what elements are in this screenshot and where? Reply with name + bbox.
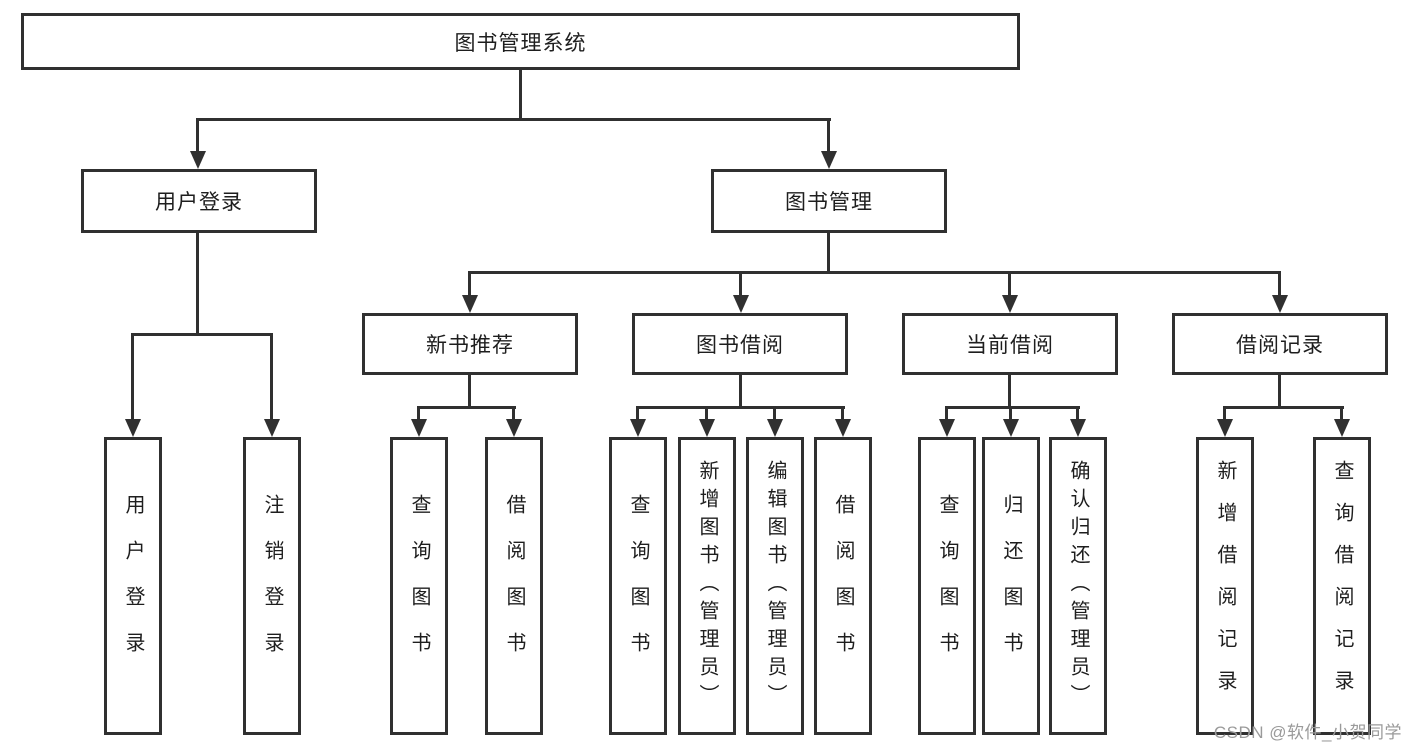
leaf-br-query-record: 查询借阅记录: [1313, 437, 1371, 735]
leaf-bb-query-book-label: 查询图书: [627, 494, 649, 678]
connector-line: [841, 406, 844, 420]
leaf-nb-borrow-book: 借阅图书: [485, 437, 543, 735]
connector-line: [512, 406, 515, 420]
arrowhead-icon: [630, 419, 646, 437]
node-book-borrow-label: 图书借阅: [696, 334, 784, 357]
connector-line: [1076, 406, 1079, 420]
connector-line: [1340, 406, 1343, 420]
leaf-user-login: 用户登录: [104, 437, 162, 735]
leaf-nb-query-book-label: 查询图书: [408, 494, 430, 678]
leaf-br-add-record: 新增借阅记录: [1196, 437, 1254, 735]
connector-line: [636, 406, 845, 409]
leaf-bb-query-book: 查询图书: [609, 437, 667, 735]
connector-line: [1008, 271, 1011, 297]
node-root: 图书管理系统: [21, 13, 1020, 70]
connector-line: [739, 271, 742, 297]
leaf-br-add-record-label: 新增借阅记录: [1214, 460, 1236, 712]
node-book-management-label: 图书管理: [785, 191, 873, 214]
arrowhead-icon: [1334, 419, 1350, 437]
connector-line: [1223, 406, 1226, 420]
leaf-logout: 注销登录: [243, 437, 301, 735]
arrowhead-icon: [462, 295, 478, 313]
arrowhead-icon: [506, 419, 522, 437]
leaf-bb-add-book-admin-label: 新增图书（管理员）: [696, 460, 718, 712]
leaf-cb-confirm-return-admin-label: 确认归还（管理员）: [1067, 460, 1089, 712]
leaf-bb-borrow-book-label: 借阅图书: [832, 494, 854, 678]
connector-line: [468, 375, 471, 408]
connector-line: [739, 375, 742, 408]
connector-line: [196, 118, 199, 153]
leaf-cb-return-book-label: 归还图书: [1000, 494, 1022, 678]
leaf-cb-query-book: 查询图书: [918, 437, 976, 735]
leaf-user-login-label: 用户登录: [122, 494, 144, 678]
arrowhead-icon: [699, 419, 715, 437]
leaf-cb-confirm-return-admin: 确认归还（管理员）: [1049, 437, 1107, 735]
node-borrow-record: 借阅记录: [1172, 313, 1388, 375]
connector-line: [270, 333, 273, 419]
connector-line: [417, 406, 420, 420]
connector-line: [945, 406, 948, 420]
connector-line: [131, 333, 273, 336]
connector-line: [1008, 375, 1011, 408]
leaf-br-query-record-label: 查询借阅记录: [1331, 460, 1353, 712]
arrowhead-icon: [190, 151, 206, 169]
connector-line: [827, 232, 830, 274]
leaf-cb-query-book-label: 查询图书: [936, 494, 958, 678]
connector-line: [636, 406, 639, 420]
connector-line: [196, 118, 831, 121]
connector-line: [827, 118, 830, 153]
connector-line: [1223, 406, 1344, 409]
connector-line: [773, 406, 776, 420]
connector-line: [705, 406, 708, 420]
leaf-bb-borrow-book: 借阅图书: [814, 437, 872, 735]
leaf-cb-return-book: 归还图书: [982, 437, 1040, 735]
connector-line: [468, 271, 471, 297]
node-book-management: 图书管理: [711, 169, 947, 233]
connector-line: [945, 406, 1080, 409]
arrowhead-icon: [1272, 295, 1288, 313]
leaf-bb-edit-book-admin: 编辑图书（管理员）: [746, 437, 804, 735]
arrowhead-icon: [835, 419, 851, 437]
arrowhead-icon: [939, 419, 955, 437]
node-borrow-record-label: 借阅记录: [1236, 334, 1324, 357]
node-user-login-label: 用户登录: [155, 191, 243, 214]
node-current-borrow: 当前借阅: [902, 313, 1118, 375]
connector-line: [1278, 375, 1281, 408]
arrowhead-icon: [1002, 295, 1018, 313]
node-user-login: 用户登录: [81, 169, 317, 233]
leaf-bb-edit-book-admin-label: 编辑图书（管理员）: [764, 460, 786, 712]
connector-line: [1278, 271, 1281, 297]
arrowhead-icon: [733, 295, 749, 313]
arrowhead-icon: [821, 151, 837, 169]
connector-line: [519, 69, 522, 121]
arrowhead-icon: [1070, 419, 1086, 437]
node-book-borrow: 图书借阅: [632, 313, 848, 375]
connector-line: [131, 333, 134, 419]
arrowhead-icon: [125, 419, 141, 437]
connector-line: [196, 232, 199, 335]
leaf-nb-query-book: 查询图书: [390, 437, 448, 735]
arrowhead-icon: [1217, 419, 1233, 437]
leaf-bb-add-book-admin: 新增图书（管理员）: [678, 437, 736, 735]
connector-line: [417, 406, 516, 409]
csdn-watermark: CSDN @软件_小贺同学: [1213, 723, 1402, 742]
arrowhead-icon: [264, 419, 280, 437]
node-new-book-recommend-label: 新书推荐: [426, 334, 514, 357]
arrowhead-icon: [767, 419, 783, 437]
leaf-logout-label: 注销登录: [261, 494, 283, 678]
arrowhead-icon: [411, 419, 427, 437]
connector-line: [468, 271, 1281, 274]
node-root-label: 图书管理系统: [454, 31, 587, 55]
node-new-book-recommend: 新书推荐: [362, 313, 578, 375]
connector-line: [1009, 406, 1012, 420]
leaf-nb-borrow-book-label: 借阅图书: [503, 494, 525, 678]
arrowhead-icon: [1003, 419, 1019, 437]
node-current-borrow-label: 当前借阅: [966, 334, 1054, 357]
